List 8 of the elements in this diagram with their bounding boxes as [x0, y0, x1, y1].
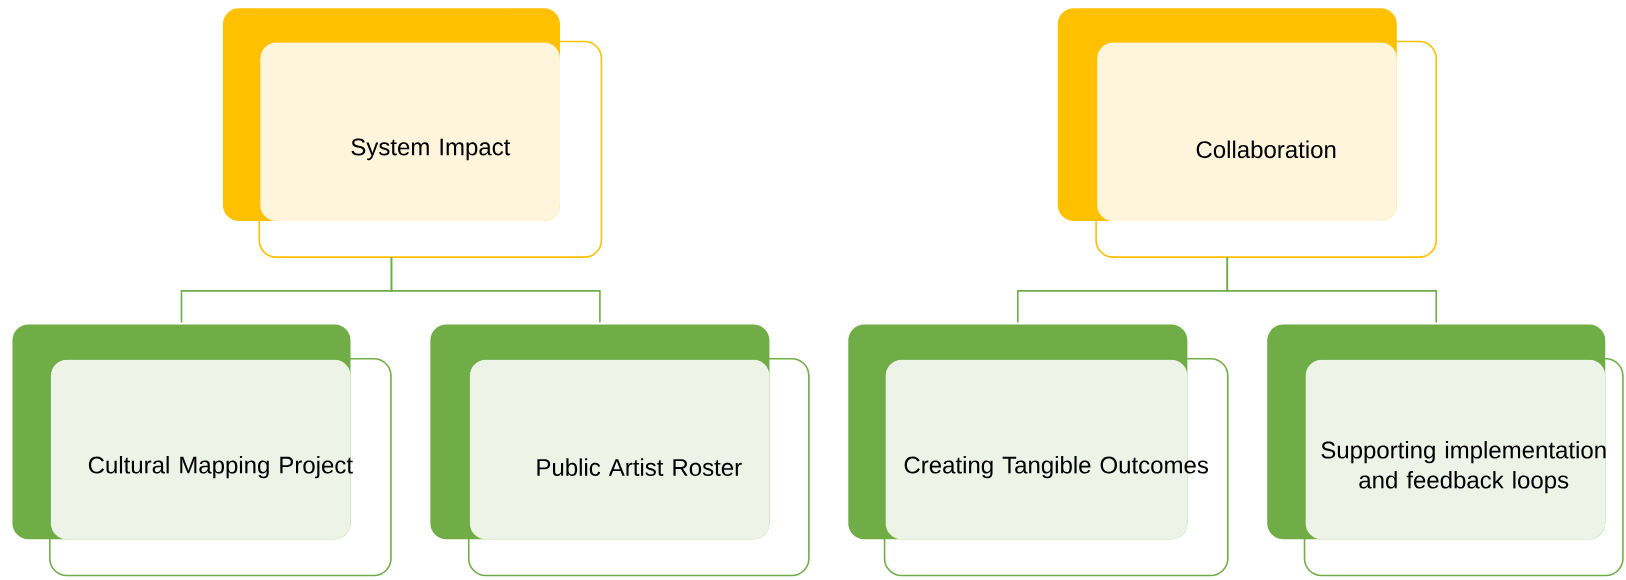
nested-box: System Impact: [222, 8, 603, 259]
connector: [1226, 256, 1438, 324]
nested-box: Supporting implementation and feedback loops: [1267, 324, 1624, 577]
nested-box: Public Artist Roster: [430, 324, 810, 577]
nested-box: Cultural Mapping Project: [12, 324, 392, 577]
connector: [390, 256, 601, 324]
nested-box: Collaboration: [1057, 8, 1438, 259]
nested-box: Creating Tangible Outcomes: [848, 324, 1229, 577]
